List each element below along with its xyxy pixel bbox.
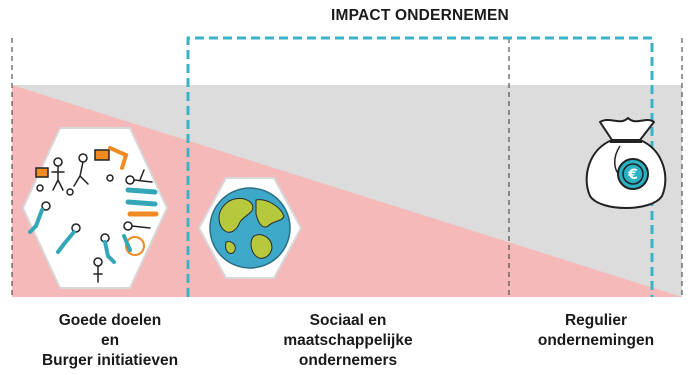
- column-label-line: Regulier: [564, 312, 627, 329]
- column-label-regulier: Regulier ondernemingen: [511, 311, 681, 351]
- column-label-line: Goede doelen: [58, 312, 162, 329]
- column-label-goede-doelen: Goede doelen en Burger initiatieven: [10, 311, 210, 371]
- people-circle-icon: [21, 127, 169, 289]
- impact-frame: [186, 36, 654, 297]
- column-label-line: Burger initiatieven: [41, 352, 179, 369]
- impact-title: IMPACT ONDERNEMEN: [331, 7, 509, 24]
- column-label-line: ondernemers: [298, 352, 398, 369]
- globe-icon: [197, 177, 303, 279]
- euro-symbol: €: [627, 167, 638, 183]
- pink-triangle: [12, 85, 682, 297]
- column-label-line: en: [100, 332, 120, 349]
- column-label-line: maatschappelijke: [283, 332, 413, 349]
- money-bag-icon: €: [585, 117, 667, 209]
- column-label-line: ondernemingen: [537, 332, 655, 349]
- column-label-line: Sociaal en: [309, 312, 387, 329]
- column-label-sociaal: Sociaal en maatschappelijke ondernemers: [248, 311, 448, 371]
